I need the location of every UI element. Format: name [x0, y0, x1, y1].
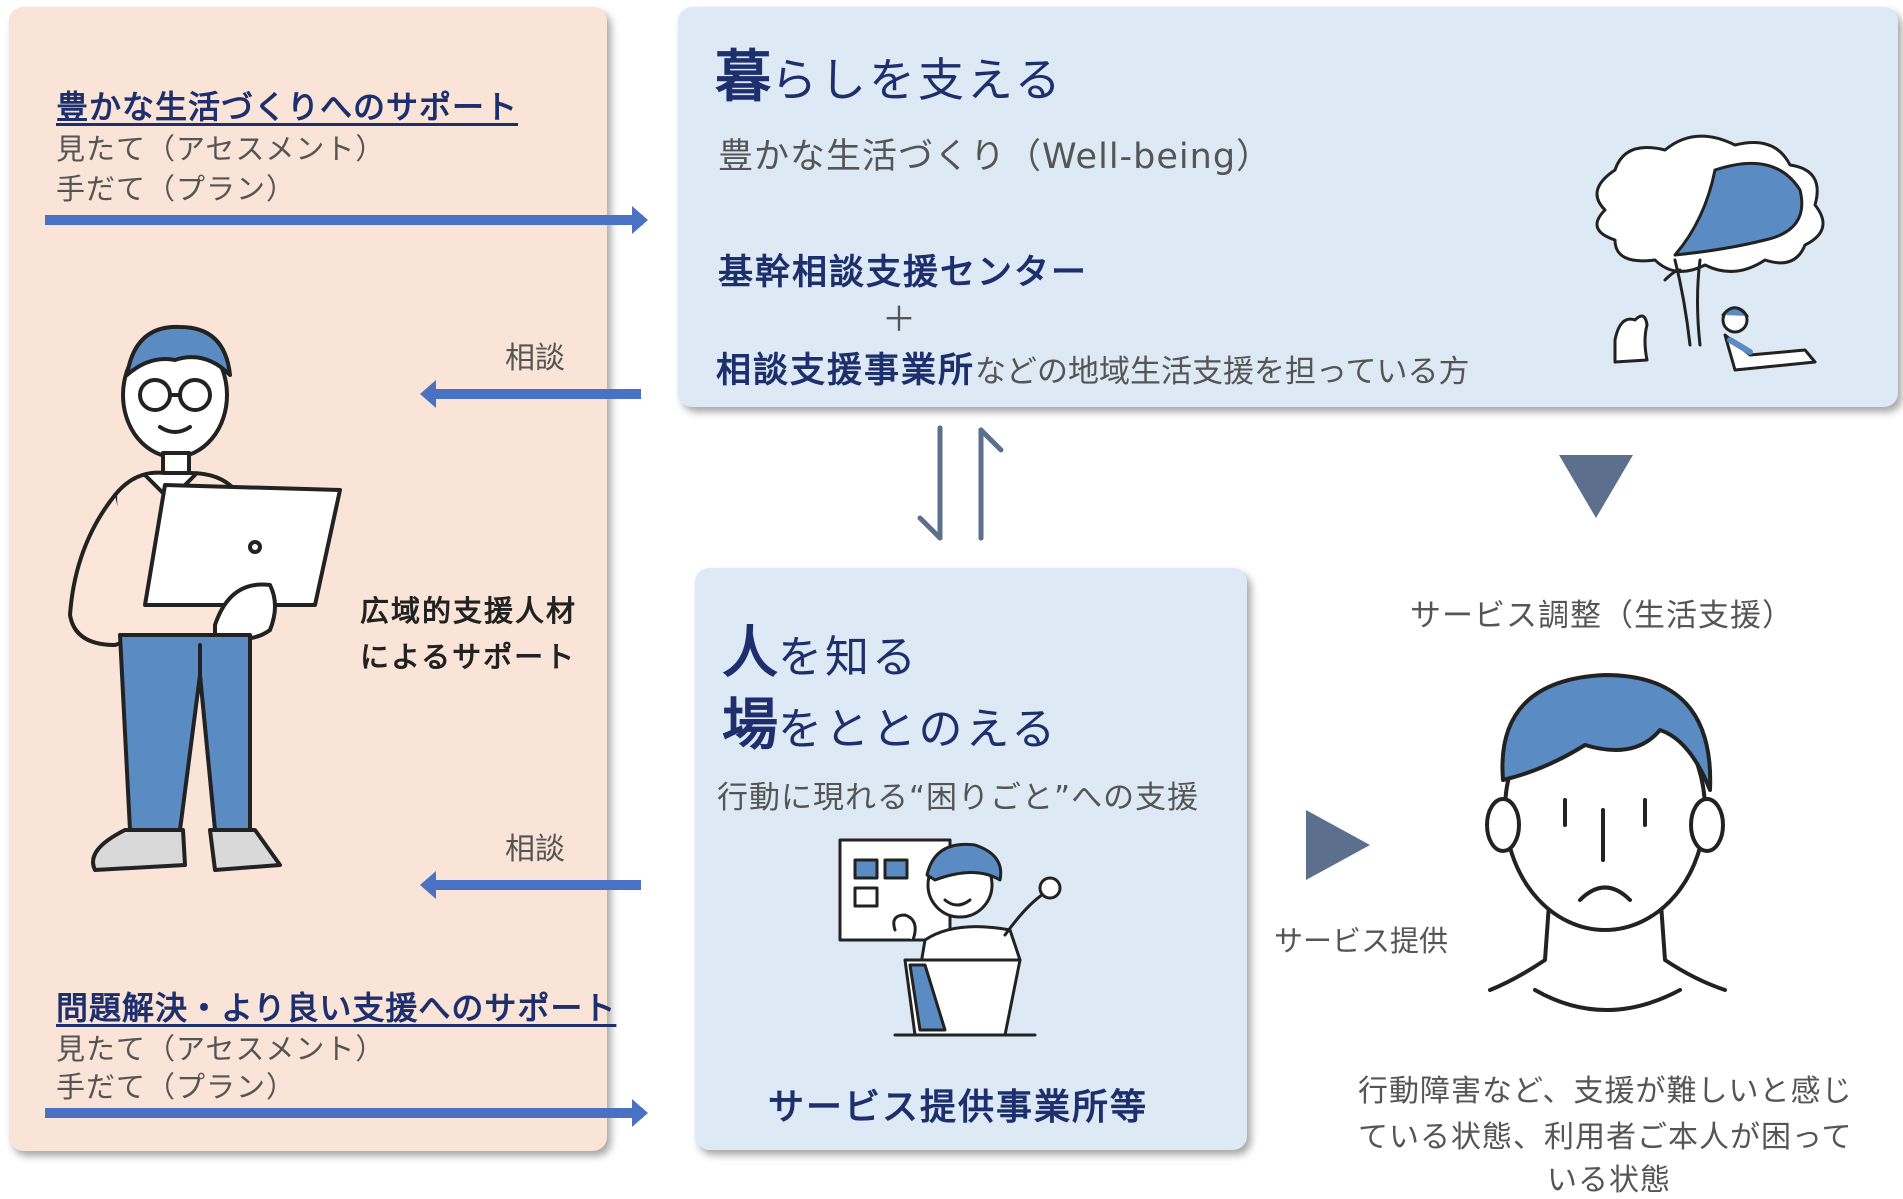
- tree-illustration: [1595, 134, 1825, 372]
- user-state-line-3: いる状態: [1547, 1163, 1671, 1198]
- core-center-label: 基幹相談支援センター: [718, 253, 1089, 293]
- right-triangle: [1306, 810, 1370, 880]
- place-kanji: 場: [722, 693, 778, 758]
- user-state-line-2: ている状態、利用者ご本人が困って: [1358, 1120, 1853, 1155]
- presenter-illustration: [838, 838, 1062, 1037]
- top-support-title: 豊かな生活づくりへのサポート: [56, 88, 519, 126]
- arrow-right-bottom: [45, 1099, 648, 1127]
- plus-sign: ＋: [882, 300, 916, 340]
- wide-area-support-label-2: によるサポート: [360, 640, 577, 674]
- know-rest: を知る: [778, 632, 919, 683]
- arrange-place-heading: 場をととのえる: [722, 680, 1058, 761]
- consult-office-bold: 相談支援事業所: [716, 351, 976, 391]
- down-triangle: [1559, 455, 1633, 518]
- know-person-heading: 人を知る: [722, 608, 919, 689]
- heading-kanji: 暮: [715, 45, 771, 110]
- consult-office-rest: などの地域生活支援を担っている方: [975, 354, 1470, 390]
- service-adjust-label: サービス調整（生活支援）: [1410, 598, 1794, 634]
- bottom-plan-text: 手だて（プラン）: [56, 1070, 297, 1104]
- heading-rest: らしを支える: [771, 53, 1064, 107]
- arrow-right-top: [45, 206, 648, 234]
- arrow-left-consult-top: [420, 380, 641, 408]
- top-plan-text: 手だて（プラン）: [56, 172, 297, 206]
- wide-area-support-label-1: 広域的支援人材: [360, 594, 578, 628]
- arrow-left-consult-bottom: [420, 871, 641, 899]
- bidirectional-arrow: [917, 425, 1004, 541]
- behavior-support-subtitle: 行動に現れる“困りごと”への支援: [717, 780, 1200, 816]
- place-rest: をととのえる: [778, 704, 1059, 755]
- consult-label-top: 相談: [505, 341, 565, 376]
- service-provide-label: サービス提供: [1274, 924, 1449, 958]
- user-face-illustration: [1485, 673, 1727, 1012]
- user-state-line-1: 行動障害など、支援が難しいと感じ: [1358, 1074, 1853, 1109]
- bottom-assessment-text: 見たて（アセスメント）: [56, 1032, 386, 1066]
- bottom-support-title: 問題解決・より良い支援へのサポート: [56, 989, 617, 1027]
- top-assessment-text: 見たて（アセスメント）: [56, 132, 386, 166]
- consult-label-bottom: 相談: [505, 832, 565, 867]
- service-provider-label: サービス提供事業所等: [768, 1087, 1149, 1128]
- wellbeing-subtitle: 豊かな生活づくり（Well-being）: [718, 137, 1273, 177]
- supporter-person-illustration: [68, 324, 342, 872]
- know-kanji: 人: [722, 621, 778, 686]
- consult-office-line: 相談支援事業所などの地域生活支援を担っている方: [716, 342, 1469, 393]
- living-support-heading: 暮らしを支える: [715, 32, 1064, 113]
